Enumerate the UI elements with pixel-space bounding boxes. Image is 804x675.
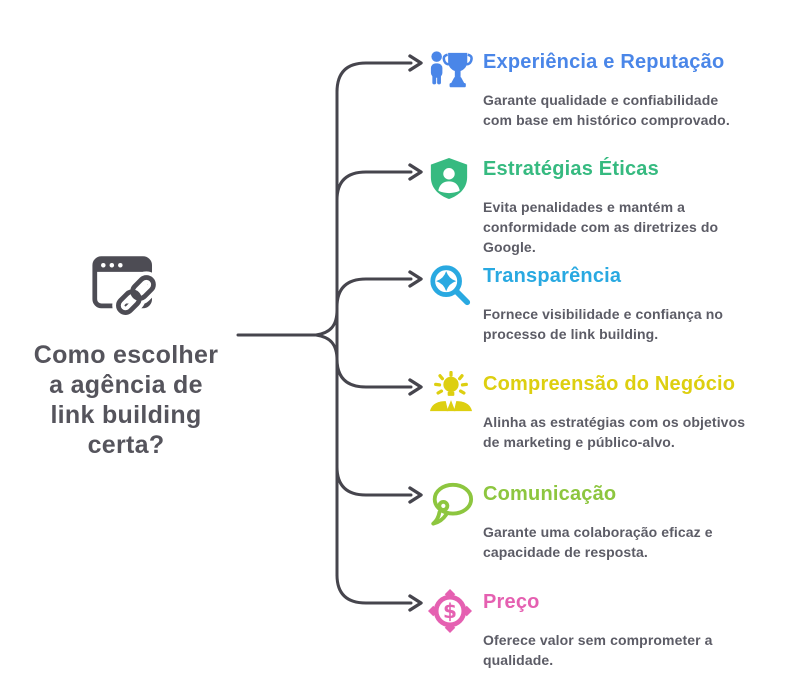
browser-link-icon [90,252,162,322]
person-trophy-icon [428,49,474,96]
branch-comunicacao: Comunicação Garante uma colaboração efic… [428,481,803,562]
branch-description: Evita penalidades e mantém a conformidad… [483,199,719,255]
branch-title: Comunicação [483,483,617,505]
magnifier-sparkle-icon [428,263,474,310]
branch-title: Experiência e Reputação [483,51,725,73]
branch-estrategias-eticas: Estratégias Éticas Evita penalidades e m… [428,156,803,257]
central-node: Como escolher a agência de link building… [18,252,234,460]
idea-person-icon [428,371,474,418]
shield-person-icon [428,156,474,203]
speech-bubble-icon [428,481,474,528]
branch-title: Estratégias Éticas [483,158,659,180]
branch-description: Oferece valor sem comprometer a qualidad… [483,632,713,668]
branch-compreensao-negocio: Compreensão do Negócio Alinha as estraté… [428,371,803,452]
branch-description: Garante qualidade e confiabilidade com b… [483,92,730,128]
arrowhead-icons [408,54,423,612]
branch-transparencia: Transparência Fornece visibilidade e con… [428,263,803,344]
svg-text:$: $ [443,599,457,623]
branch-title: Compreensão do Negócio [483,373,736,395]
branch-experiencia-reputacao: Experiência e Reputação Garante qualidad… [428,49,803,130]
branch-title: Transparência [483,265,622,287]
branch-title: Preço [483,591,540,613]
branch-description: Fornece visibilidade e confiança no proc… [483,306,724,342]
branch-description: Garante uma colaboração eficaz e capacid… [483,524,713,560]
branch-preco: $ Preço Oferece valor sem comprometer a … [428,589,803,670]
central-title: Como escolher a agência de link building… [33,341,219,459]
branch-description: Alinha as estratégias com os objetivos d… [483,414,746,450]
price-target-icon: $ [428,589,474,636]
